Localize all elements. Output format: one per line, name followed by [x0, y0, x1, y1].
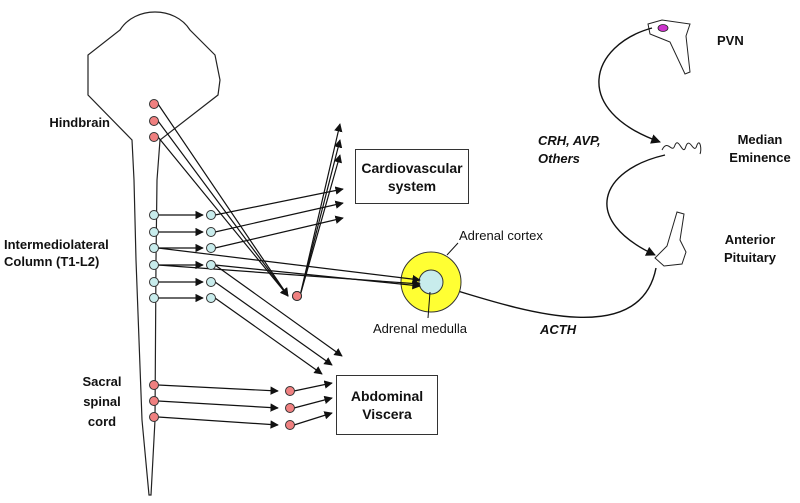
pvn-nucleus — [657, 24, 669, 32]
iml-to-cardiovascular-arrow — [214, 215, 344, 249]
sacral-postganglionic-arrow — [293, 380, 333, 392]
sacral-postganglionic-arrow — [293, 411, 333, 426]
crh-avp-label-line1: CRH, AVP, — [538, 133, 601, 148]
acth-label: ACTH — [540, 322, 577, 337]
adrenal-cortex-label: Adrenal cortex — [459, 228, 543, 243]
hindbrain-neuron — [149, 116, 159, 126]
cardiovascular-system-label: Cardiovascular system — [361, 159, 463, 194]
cardiovascular-system-box: Cardiovascular system — [355, 149, 469, 204]
sacral-ganglion-neuron — [285, 420, 295, 430]
abdominal-viscera-box: Abdominal Viscera — [336, 375, 438, 435]
iml-neuron — [149, 210, 159, 220]
iml-ganglion-neuron — [206, 260, 216, 270]
pvn-to-median-eminence-pathway — [598, 27, 661, 144]
hindbrain-label: Hindbrain — [49, 115, 110, 130]
iml-neuron — [149, 243, 159, 253]
sacral-neuron — [149, 396, 159, 406]
hindbrain-neuron — [149, 99, 159, 109]
hindbrain-postganglionic-arrow — [299, 139, 343, 297]
hypothalamus-outline — [647, 19, 691, 75]
iml-label-line2: Column (T1-L2) — [4, 254, 100, 269]
hindbrain-preganglionic-arrow — [157, 103, 289, 297]
median-eminence-to-pituitary-pathway — [606, 154, 666, 256]
iml-to-viscera-arrow — [214, 264, 343, 357]
adrenal-cortex-pointer — [446, 242, 459, 256]
iml-ganglion-neuron — [206, 277, 216, 287]
hindbrain-neuron — [149, 132, 159, 142]
sacral-label-line2: spinal — [83, 394, 121, 409]
median-eminence-label-line1: Median — [737, 132, 783, 147]
sacral-label-line1: Sacral — [82, 374, 122, 389]
iml-neuron — [149, 293, 159, 303]
hindbrain-ganglion-neuron — [292, 291, 302, 301]
adrenal-medulla-pointer — [427, 291, 431, 319]
iml-ganglion-neuron — [206, 243, 216, 253]
sacral-postganglionic-arrow — [293, 395, 333, 409]
iml-label-line1: Intermediolateral — [4, 237, 109, 252]
sacral-neuron — [149, 380, 159, 390]
sacral-ganglion-neuron — [285, 386, 295, 396]
iml-to-adrenal-arrow — [157, 247, 421, 284]
sacral-preganglionic-arrow — [157, 400, 279, 412]
anterior-pituitary-label-line2: Pituitary — [723, 250, 776, 265]
adrenal-medulla — [418, 269, 444, 295]
iml-to-adrenal-arrow — [214, 264, 421, 290]
iml-neuron — [149, 277, 159, 287]
iml-to-cardiovascular-arrow — [214, 186, 344, 216]
pituitary-outline — [654, 211, 687, 267]
pvn-label: PVN — [717, 33, 744, 48]
crh-avp-label-line2: Others — [538, 151, 580, 166]
sacral-ganglion-neuron — [285, 403, 295, 413]
iml-to-cardiovascular-arrow — [214, 200, 344, 233]
iml-to-viscera-arrow — [214, 297, 323, 375]
hindbrain-postganglionic-arrow — [299, 123, 343, 297]
hindbrain-preganglionic-arrow — [157, 120, 289, 297]
median-eminence-squiggle — [661, 142, 702, 155]
abdominal-viscera-label: Abdominal Viscera — [350, 388, 424, 422]
iml-to-adrenal-arrow — [157, 264, 421, 288]
sacral-label-line3: cord — [87, 414, 117, 429]
sacral-preganglionic-arrow — [157, 416, 279, 429]
sacral-neuron — [149, 412, 159, 422]
sacral-preganglionic-arrow — [157, 384, 279, 395]
cns-outline — [87, 11, 221, 496]
iml-neuron — [149, 227, 159, 237]
iml-ganglion-neuron — [206, 293, 216, 303]
hindbrain-preganglionic-arrow — [157, 136, 289, 297]
anterior-pituitary-label-line1: Anterior — [724, 232, 776, 247]
neuron-group — [149, 99, 421, 430]
acth-pathway — [447, 267, 657, 319]
adrenal-medulla-label: Adrenal medulla — [373, 321, 467, 336]
iml-to-viscera-arrow — [214, 281, 333, 366]
iml-ganglion-neuron — [206, 227, 216, 237]
iml-ganglion-neuron — [206, 210, 216, 220]
hindbrain-postganglionic-arrow — [299, 154, 342, 297]
iml-neuron — [149, 260, 159, 270]
median-eminence-label-line2: Eminence — [729, 150, 791, 165]
